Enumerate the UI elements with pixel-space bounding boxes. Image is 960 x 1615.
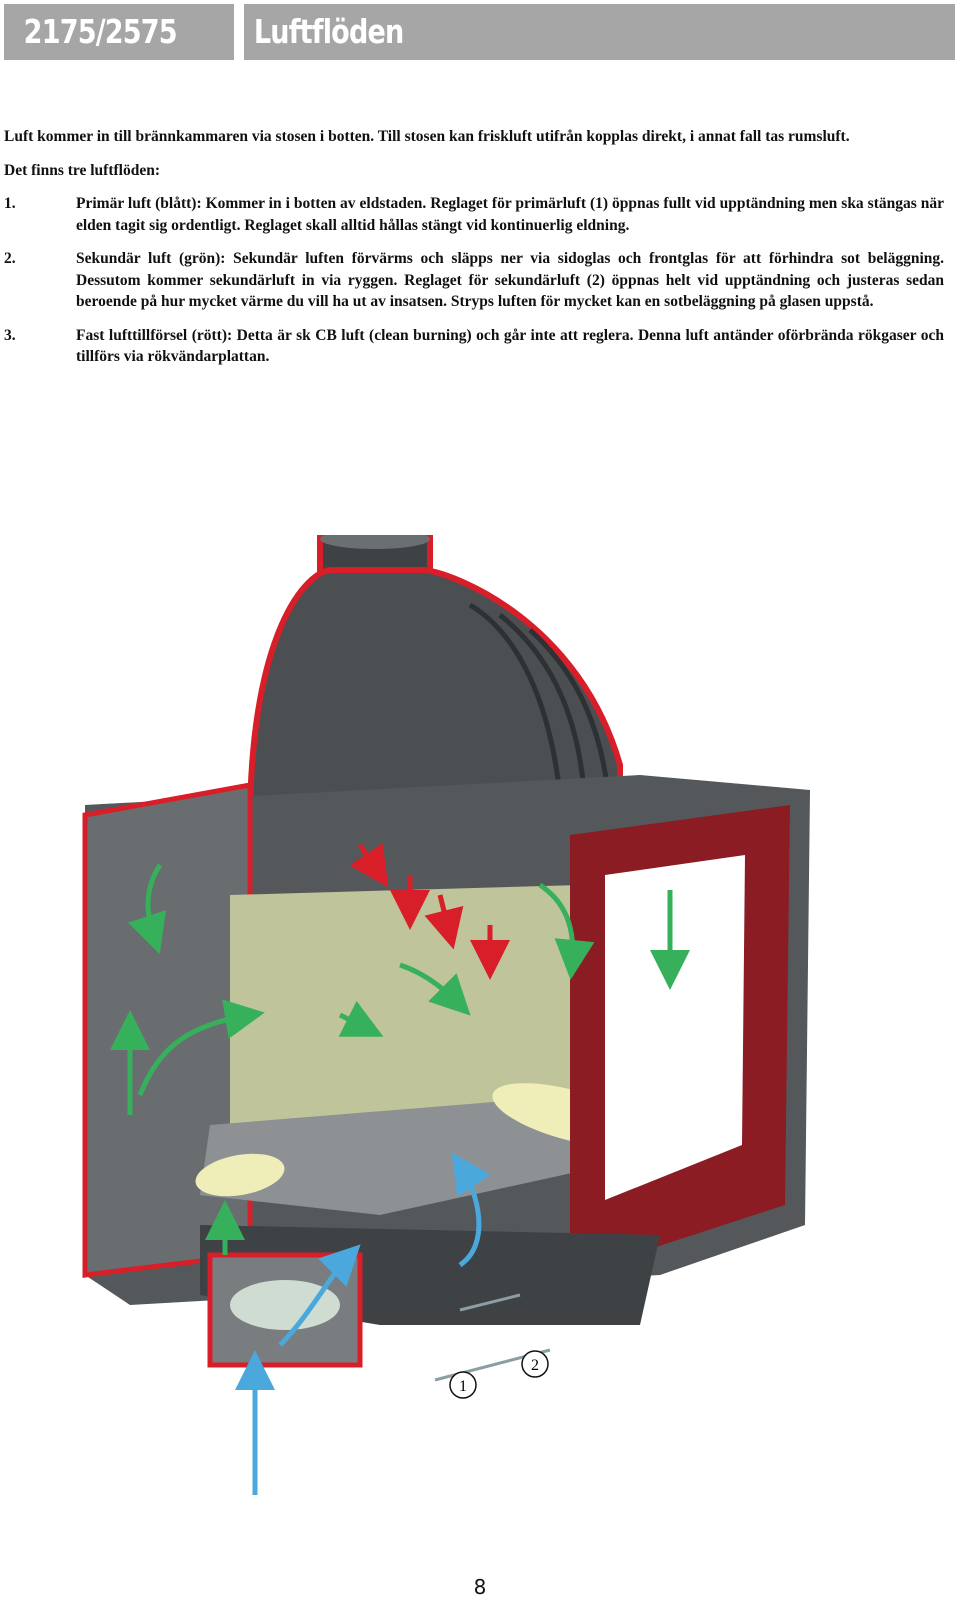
left-wall: [82, 782, 253, 1278]
airflow-list: 1. Primär luft (blått): Kommer in i bott…: [4, 193, 944, 368]
page-number: 8: [473, 1575, 487, 1599]
list-number: 2.: [4, 250, 16, 267]
side-glass: [605, 855, 745, 1200]
list-item: 2. Sekundär luft (grön): Sekundär luften…: [4, 248, 944, 313]
control-label-1: 1: [459, 1378, 467, 1395]
control-label-2: 2: [531, 1357, 539, 1374]
list-text: Sekundär luft (grön): Sekundär luften fö…: [76, 250, 944, 310]
body-text: Luft kommer in till brännkammaren via st…: [4, 126, 944, 380]
intro-paragraph: Luft kommer in till brännkammaren via st…: [4, 128, 850, 145]
primary-control-label: 1: [449, 1371, 477, 1399]
list-item: 1. Primär luft (blått): Kommer in i bott…: [4, 193, 944, 236]
dome-housing: [246, 567, 623, 839]
page-header: 2175/2575 CB Luftflöden: [4, 4, 955, 107]
model-label: 2175/2575 CB: [23, 12, 178, 107]
primary-air-arrows: [235, 1152, 491, 1495]
log: [195, 1153, 285, 1197]
secondary-air-arrows: [110, 863, 690, 1255]
list-number: 1.: [4, 195, 16, 212]
model-tab: 2175/2575 CB: [4, 4, 234, 107]
list-text: Fast lufttillförsel (rött): Detta är sk …: [76, 326, 944, 366]
page-title: Luftflöden: [253, 12, 404, 51]
intro-lead: Det finns tre luftflöden:: [4, 161, 160, 179]
cb-air-arrows: [349, 843, 510, 980]
secondary-control-label: 2: [521, 1350, 549, 1378]
list-item: 3. Fast lufttillförsel (rött): Detta är …: [4, 325, 944, 368]
list-text: Primär luft (blått): Kommer in i botten …: [76, 195, 944, 234]
list-number: 3.: [4, 326, 16, 344]
title-tab: Luftflöden: [244, 4, 955, 60]
fireplace-airflow-illustration: 1 2: [80, 535, 820, 1495]
fireplace-cutaway-drawing: 1 2: [82, 535, 810, 1495]
